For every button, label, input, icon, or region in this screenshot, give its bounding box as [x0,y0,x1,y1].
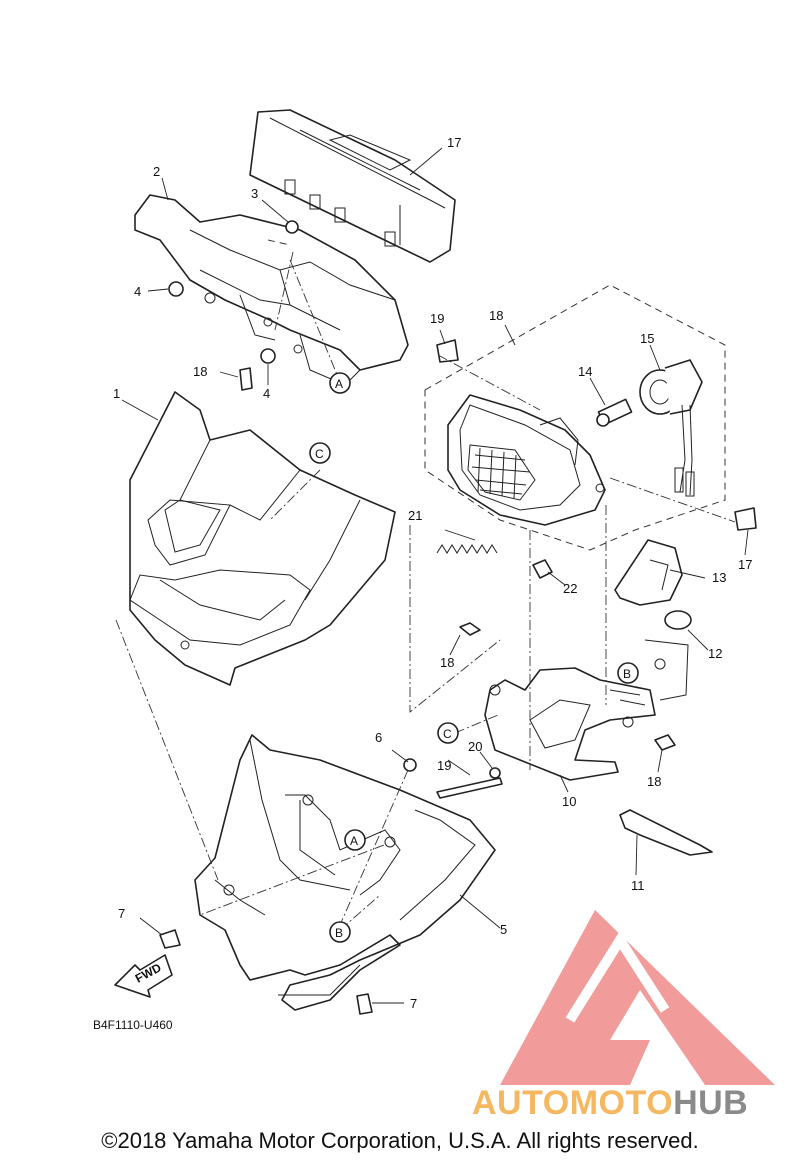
callout-18: 18 [440,655,454,670]
ref-b-1: B [623,667,631,681]
meter-unit-part [249,109,456,263]
watermark-text-hub: HUB [673,1084,749,1122]
callout-7: 7 [118,906,125,921]
callout-6: 6 [375,730,382,745]
callout-17b: 17 [738,557,752,572]
fwd-arrow-icon: FWD [114,954,173,998]
watermark-logo [500,910,775,1085]
grommet-part [664,610,692,630]
bulb-part [596,398,633,427]
callout-20: 20 [468,739,482,754]
band-part [619,809,713,856]
callout-22: 22 [563,581,577,596]
copyright-notice: ©2018 Yamaha Motor Corporation, U.S.A. A… [101,1128,699,1153]
callout-3: 3 [251,186,258,201]
ref-b-2: B [335,926,343,940]
bolt-icons [159,220,676,1015]
ref-a-1: A [335,377,343,391]
stay-part [484,639,689,781]
callout-4: 4 [134,284,141,299]
ref-c-2: C [443,727,452,741]
clip-part [436,339,757,531]
callout-numbers: 17 2 3 4 18 4 1 19 18 14 15 17 13 12 18 … [113,135,752,1011]
callout-16: 15 [640,331,654,346]
headlight-unit-part [447,394,606,526]
callout-14: 18 [489,308,503,323]
front-cowl-part [129,391,396,686]
callout-18b: 18 [647,774,661,789]
ref-a-2: A [350,834,358,848]
relation-lines [115,251,736,931]
callout-11: 13 [712,570,726,585]
reference-marks: A A C C B B [309,372,639,943]
callout-8: 10 [562,794,576,809]
headlight-assembly-boundary [424,284,726,551]
callout-21: 21 [408,508,422,523]
spring-part [436,544,498,554]
lower-cowl-part [194,734,496,1011]
callout-13: 18 [193,364,207,379]
socket-part [639,359,703,497]
callout-9: 11 [631,878,645,893]
callout-4b: 4 [263,386,270,401]
callout-5: 5 [500,922,507,937]
callout-17: 19 [430,311,444,326]
watermark-text-main: AUTOMOTO [472,1084,674,1122]
callout-2: 2 [153,164,160,179]
callout-15: 14 [578,364,592,379]
watermark-text: AUTOMOTOHUB [472,1084,748,1123]
nut-part [532,559,553,579]
callout-12: 17 [447,135,461,150]
callout-1: 1 [113,386,120,401]
leader-lines [121,147,749,1004]
meter-cover-part [134,194,409,386]
ref-c-1: C [315,447,324,461]
callout-19: 19 [437,758,451,773]
drawing-code: B4F1110-U460 [93,1018,173,1032]
callout-10: 12 [708,646,722,661]
bracket-part [614,539,683,606]
callout-7b: 7 [410,996,417,1011]
